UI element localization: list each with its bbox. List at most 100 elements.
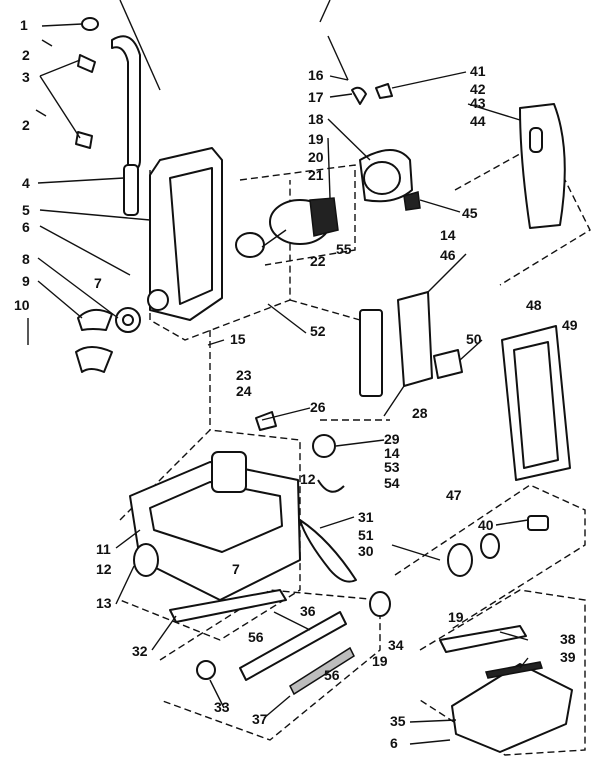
callout-6: 6 bbox=[22, 219, 30, 235]
callout-19: 19 bbox=[308, 131, 324, 147]
callout-6: 6 bbox=[390, 735, 398, 751]
pivot-washer-hole bbox=[122, 314, 134, 326]
callout-51: 51 bbox=[358, 527, 374, 543]
callout-33: 33 bbox=[214, 699, 230, 715]
plate-rod-part bbox=[439, 625, 527, 653]
grip-ring-part bbox=[81, 17, 99, 31]
brushroll-end-cap-part bbox=[196, 660, 216, 680]
callout-5: 5 bbox=[22, 202, 30, 218]
callout-44: 44 bbox=[470, 113, 486, 129]
cord-clamp-part bbox=[351, 86, 367, 105]
callout-39: 39 bbox=[560, 649, 576, 665]
bracket-part bbox=[433, 349, 463, 379]
outline-brushroll-group bbox=[159, 589, 381, 741]
callout-20: 20 bbox=[308, 149, 324, 165]
base-top-deck-part bbox=[149, 481, 283, 553]
callout-8: 8 bbox=[22, 251, 30, 267]
screw-lower-part bbox=[35, 109, 47, 117]
motor-mount-ring-part bbox=[235, 232, 265, 258]
callout-13: 13 bbox=[96, 595, 112, 611]
callout-52: 52 bbox=[310, 323, 326, 339]
handle-clip-upper-part bbox=[77, 54, 96, 73]
motor-fan-part bbox=[309, 197, 339, 237]
housing-pivot-part bbox=[147, 289, 169, 311]
callout-56: 56 bbox=[324, 667, 340, 683]
callout-46: 46 bbox=[440, 247, 456, 263]
switch-part bbox=[375, 83, 393, 99]
callout-29: 29 bbox=[384, 431, 400, 447]
spring-clip-part bbox=[317, 479, 345, 493]
latch-part bbox=[403, 191, 421, 211]
callout-55: 55 bbox=[336, 241, 352, 257]
callout-35: 35 bbox=[390, 713, 406, 729]
callout-24: 24 bbox=[236, 383, 252, 399]
callout-53: 53 bbox=[384, 459, 400, 475]
front-wheel-part bbox=[447, 543, 473, 577]
pedal-spring-part bbox=[312, 434, 336, 458]
bag-cover-part bbox=[519, 103, 566, 229]
callout-47: 47 bbox=[446, 487, 462, 503]
motor-cover-opening bbox=[363, 161, 401, 195]
callout-34: 34 bbox=[388, 637, 404, 653]
callout-23: 23 bbox=[236, 367, 252, 383]
brushroll-part bbox=[239, 611, 347, 681]
outline-motor-group bbox=[239, 164, 356, 266]
callout-37: 37 bbox=[252, 711, 268, 727]
guide-handle-to-bag bbox=[289, 299, 361, 321]
base-neck-part bbox=[211, 451, 247, 493]
rear-wheel-part bbox=[133, 543, 159, 577]
callout-38: 38 bbox=[560, 631, 576, 647]
callout-12: 12 bbox=[96, 561, 112, 577]
pivot-cover-spare-part bbox=[75, 346, 113, 373]
callout-50: 50 bbox=[466, 331, 482, 347]
callout-31: 31 bbox=[358, 509, 374, 525]
callout-16: 16 bbox=[308, 67, 324, 83]
callout-30: 30 bbox=[358, 543, 374, 559]
callout-26: 26 bbox=[310, 399, 326, 415]
callout-10: 10 bbox=[14, 297, 30, 313]
callout-40: 40 bbox=[478, 517, 494, 533]
callout-42: 42 bbox=[470, 81, 486, 97]
callout-54: 54 bbox=[384, 475, 400, 491]
callout-17: 17 bbox=[308, 89, 324, 105]
upper-housing-channel-part bbox=[169, 167, 213, 305]
switch-button-part bbox=[255, 411, 277, 431]
callout-22: 22 bbox=[310, 253, 326, 269]
bag-holder-part bbox=[397, 291, 433, 387]
outline-base-group bbox=[119, 429, 301, 641]
outline-wheel-group bbox=[394, 484, 586, 631]
callout-32: 32 bbox=[132, 643, 148, 659]
callout-36: 36 bbox=[300, 603, 316, 619]
callout-3: 3 bbox=[22, 69, 30, 85]
callout-12: 12 bbox=[300, 471, 316, 487]
callout-14: 14 bbox=[440, 227, 456, 243]
bottom-plate-part bbox=[451, 663, 573, 753]
callout-7: 7 bbox=[94, 275, 102, 291]
callout-19: 19 bbox=[372, 653, 388, 669]
callout-21: 21 bbox=[308, 167, 324, 183]
front-wheel-hub-part bbox=[480, 533, 500, 559]
callout-41: 41 bbox=[470, 63, 486, 79]
callout-28: 28 bbox=[412, 405, 428, 421]
bag-cover-handle-slot bbox=[529, 127, 543, 153]
callout-45: 45 bbox=[462, 205, 478, 221]
callout-18: 18 bbox=[308, 111, 324, 127]
callout-1: 1 bbox=[20, 17, 28, 33]
power-cord-part bbox=[327, 35, 349, 81]
callout-43: 43 bbox=[470, 95, 486, 111]
callout-49: 49 bbox=[562, 317, 578, 333]
screw-upper-part bbox=[41, 39, 53, 47]
callout-2: 2 bbox=[22, 117, 30, 133]
leader-lines bbox=[27, 0, 529, 745]
handle-tube-part bbox=[111, 35, 141, 171]
pivot-cover-part bbox=[77, 308, 113, 331]
parts bbox=[35, 17, 573, 753]
bag-strap-part bbox=[359, 309, 383, 397]
callout-19: 19 bbox=[448, 609, 464, 625]
callout-14: 14 bbox=[384, 445, 400, 461]
callout-4: 4 bbox=[22, 175, 30, 191]
handle-lower-tube-part bbox=[123, 164, 139, 216]
pulley-part bbox=[369, 591, 391, 617]
